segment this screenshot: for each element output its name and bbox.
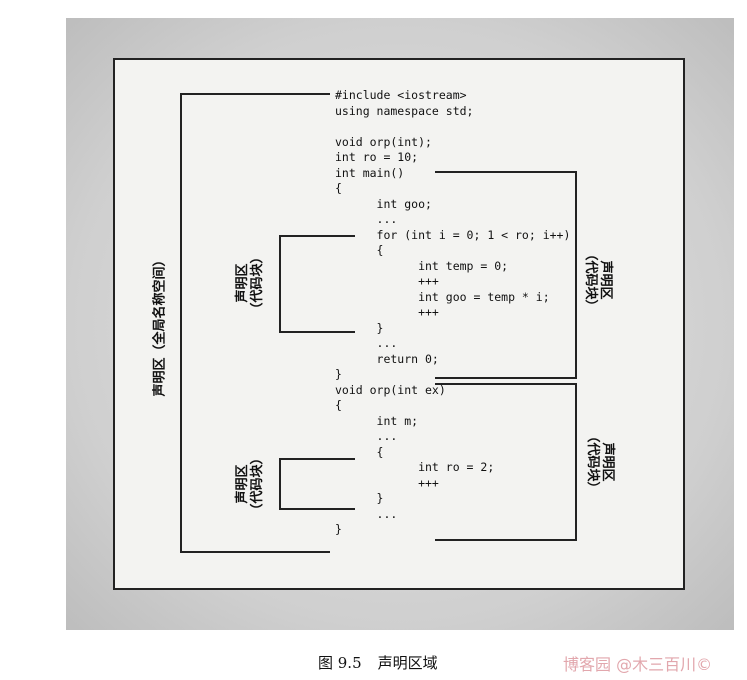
code-line: #include <iostream> bbox=[335, 88, 467, 102]
inner-block-bracket-bottom bbox=[279, 508, 355, 510]
code-line: { bbox=[335, 398, 342, 412]
code-line: int ro = 10; bbox=[335, 150, 419, 164]
orp-bracket-bottom bbox=[435, 539, 577, 541]
watermark: 博客园 @木三百川© bbox=[563, 655, 713, 674]
code-line: int m; bbox=[335, 413, 419, 428]
caption-number: 图 9.5 bbox=[318, 654, 362, 672]
code-line: } bbox=[335, 491, 384, 505]
for-block-bracket-bottom bbox=[279, 331, 355, 333]
code-line: return 0; bbox=[335, 351, 439, 366]
code-listing: #include <iostream>using namespace std; v… bbox=[335, 88, 570, 538]
block-label-sub: （代码块） bbox=[583, 247, 598, 313]
code-line: int goo; bbox=[335, 196, 432, 211]
orp-bracket-top bbox=[435, 383, 577, 385]
code-line bbox=[335, 119, 570, 135]
for-block-bracket-line bbox=[279, 235, 281, 332]
main-block-label: 声明区（代码块） bbox=[583, 247, 613, 312]
code-panel bbox=[113, 58, 685, 590]
code-line: } bbox=[335, 367, 342, 381]
code-line: int goo = temp * i; bbox=[335, 289, 550, 304]
main-bracket-line bbox=[575, 171, 577, 379]
code-line: +++ bbox=[335, 274, 439, 288]
orp-block-label: 声明区（代码块） bbox=[585, 429, 615, 494]
figure-caption: 图 9.5 声明区域 bbox=[318, 652, 454, 673]
for-block-bracket-top bbox=[279, 235, 355, 237]
code-line: } bbox=[335, 522, 342, 536]
code-line: void orp(int); bbox=[335, 134, 432, 149]
block-label-sub: （代码块） bbox=[585, 429, 600, 495]
code-line: int ro = 2; bbox=[335, 460, 495, 474]
inner-block-label: 声明区（代码块） bbox=[235, 451, 265, 516]
global-bracket-top bbox=[180, 93, 330, 95]
code-line: void orp(int ex) bbox=[335, 382, 446, 397]
code-line: int temp = 0; bbox=[335, 258, 509, 273]
block-label-title: 声明区 bbox=[235, 263, 250, 303]
code-line: { bbox=[335, 444, 384, 459]
block-label-title: 声明区 bbox=[235, 464, 250, 504]
for-block-label: 声明区（代码块） bbox=[235, 250, 265, 315]
block-label-title: 声明区 bbox=[600, 442, 615, 482]
global-region-label: 声明区（全局名称空间） bbox=[152, 253, 168, 397]
block-label-title: 声明区 bbox=[598, 260, 613, 300]
code-line: ... bbox=[335, 429, 398, 443]
code-line: { bbox=[335, 243, 384, 257]
global-bracket-line bbox=[180, 93, 182, 553]
code-line: ... bbox=[335, 506, 398, 521]
caption-title: 声明区域 bbox=[377, 654, 438, 672]
inner-block-bracket-line bbox=[279, 458, 281, 510]
code-line: +++ bbox=[335, 305, 439, 319]
code-line: +++ bbox=[335, 475, 439, 490]
block-label-sub: （代码块） bbox=[250, 451, 265, 517]
main-bracket-bottom bbox=[435, 377, 577, 379]
code-line: for (int i = 0; 1 < ro; i++) bbox=[335, 227, 571, 242]
code-line: using namespace std; bbox=[335, 103, 474, 118]
code-line: ... bbox=[335, 336, 398, 350]
code-line: ... bbox=[335, 212, 398, 226]
code-line: } bbox=[335, 320, 384, 335]
block-label-sub: （代码块） bbox=[250, 250, 265, 316]
global-bracket-bottom bbox=[180, 551, 330, 553]
code-line: { bbox=[335, 181, 342, 195]
main-bracket-top bbox=[435, 171, 577, 173]
code-line: int main() bbox=[335, 165, 405, 180]
orp-bracket-line bbox=[575, 383, 577, 541]
inner-block-bracket-top bbox=[279, 458, 355, 460]
